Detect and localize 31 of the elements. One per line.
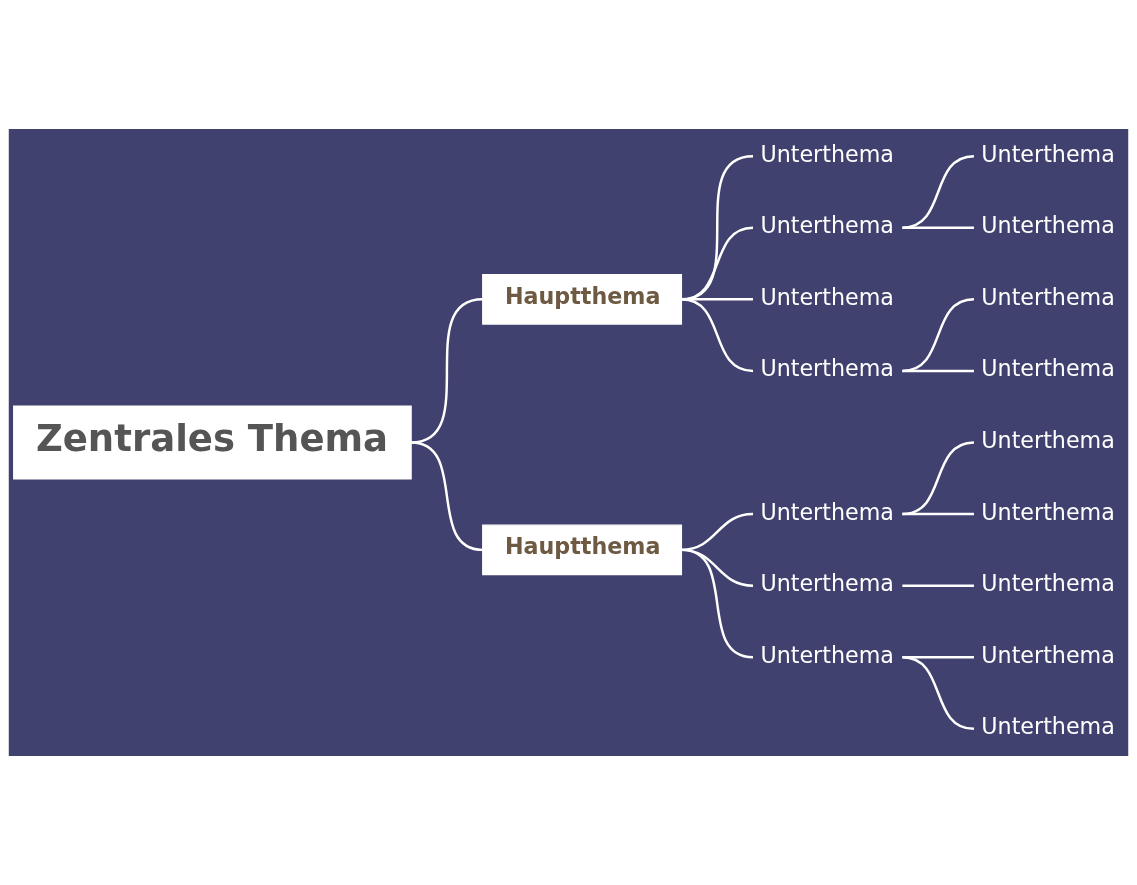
node-text: Unterthema: [981, 140, 1115, 167]
node-text: Unterthema: [760, 641, 894, 668]
connector: [902, 656, 975, 731]
node-text: Unterthema: [981, 355, 1115, 382]
node-text: Unterthema: [981, 641, 1115, 668]
node-text: Unterthema: [981, 426, 1115, 453]
connector: [410, 441, 483, 552]
connector: [902, 584, 974, 587]
connector: [681, 512, 754, 552]
connector: [902, 441, 975, 516]
node-box: Zentrales Thema: [13, 405, 412, 480]
node-text: Unterthema: [760, 570, 894, 597]
node-text: Unterthema: [981, 498, 1115, 525]
node-text: Unterthema: [981, 283, 1115, 310]
connector: [902, 154, 975, 229]
node-text: Unterthema: [760, 498, 894, 525]
node-text: Unterthema: [760, 355, 894, 382]
connector: [681, 548, 754, 659]
node-box: Hauptthema: [482, 274, 683, 325]
node-text: Unterthema: [760, 283, 894, 310]
connector: [902, 512, 974, 516]
node-text: Unterthema: [981, 570, 1115, 597]
node-text: Unterthema: [981, 713, 1115, 740]
connector: [902, 226, 974, 229]
connector: [902, 298, 975, 373]
connector: [681, 298, 754, 373]
connector: [902, 369, 974, 373]
node-text: Unterthema: [760, 212, 894, 239]
node-box: Hauptthema: [482, 524, 683, 576]
node-text: Unterthema: [981, 212, 1115, 239]
node-text: Unterthema: [760, 140, 894, 167]
